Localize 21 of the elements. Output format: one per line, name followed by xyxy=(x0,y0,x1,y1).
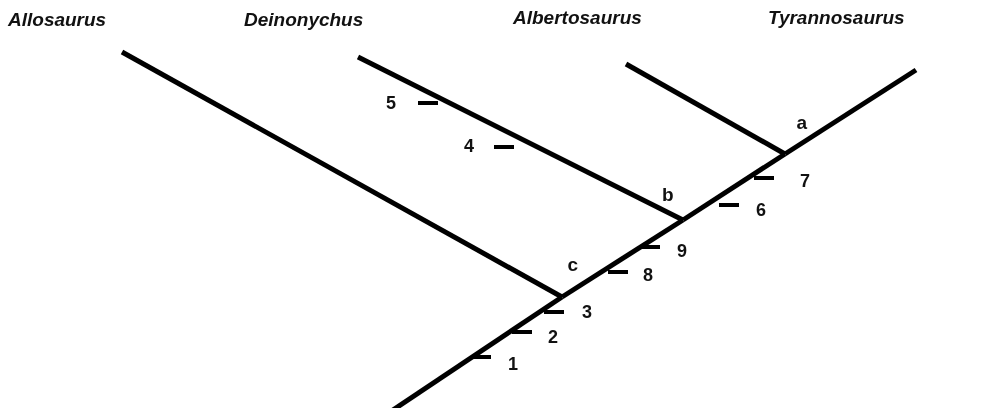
node-letter: b xyxy=(662,185,674,206)
character-number: 2 xyxy=(548,328,558,346)
character-number: 6 xyxy=(756,201,766,219)
node-letter: a xyxy=(796,113,807,134)
character-number: 7 xyxy=(800,172,810,190)
taxon-name: Tyrannosaurus xyxy=(768,8,905,29)
taxon-name: Albertosaurus xyxy=(513,8,642,29)
branch-line xyxy=(120,49,564,300)
character-number: 5 xyxy=(386,94,396,112)
node-letter: c xyxy=(567,255,578,276)
character-number: 9 xyxy=(677,242,687,260)
taxon-name: Allosaurus xyxy=(8,10,107,31)
branch-line xyxy=(783,67,918,157)
branch-line xyxy=(356,54,685,223)
character-number: 4 xyxy=(464,137,474,155)
taxon-name: Deinonychus xyxy=(244,10,364,31)
branch-line xyxy=(681,151,787,223)
character-number: 3 xyxy=(582,303,592,321)
character-number: 8 xyxy=(643,266,653,284)
branch-line xyxy=(624,61,787,157)
character-number: 1 xyxy=(508,355,518,373)
